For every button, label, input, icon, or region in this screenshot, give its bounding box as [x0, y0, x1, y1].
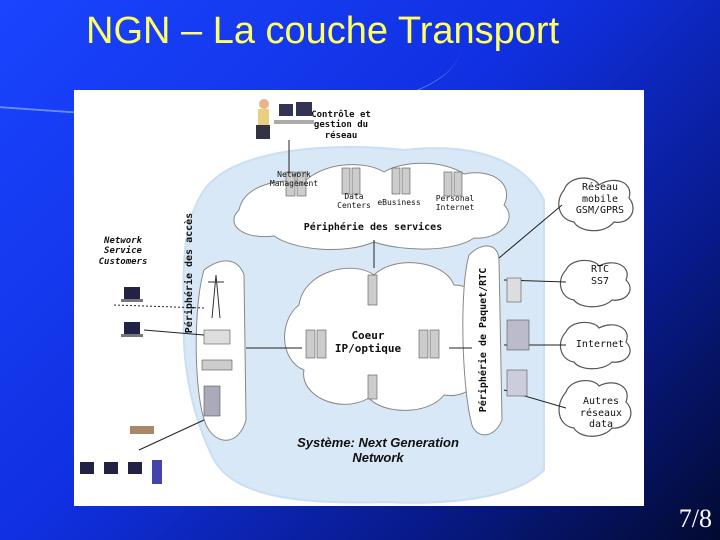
- external-network-other-label: Autres réseaux data: [579, 396, 623, 430]
- ngn-diagram: [80, 99, 634, 504]
- external-cloud-other-data: [558, 380, 632, 437]
- ngn-diagram-panel: Contrôle et gestion du réseau Network Ma…: [74, 90, 644, 506]
- customers-label: Network Service Customers: [98, 236, 148, 267]
- operator-icon: [256, 99, 314, 139]
- customer-terminals: [80, 287, 162, 484]
- slide-title: NGN – La couche Transport: [86, 10, 560, 52]
- access-edge-label: Périphérie des accès: [184, 212, 195, 334]
- core-label: Coeur IP/optique: [334, 329, 402, 355]
- ebusiness-label: eBusiness: [377, 198, 421, 207]
- external-cloud-internet: [559, 321, 631, 370]
- antenna-tower-icon: [208, 274, 224, 319]
- access-edge-cloud: [195, 260, 247, 441]
- external-network-rtc-label: RTC SS7: [590, 264, 610, 287]
- external-cloud-mobile: [558, 177, 634, 232]
- packet-edge-cloud: [462, 245, 503, 436]
- control-label: Contrôle et gestion du réseau: [311, 110, 371, 141]
- edge-equipment: [201, 277, 530, 417]
- personal-internet-label: Personal Internet: [435, 194, 475, 213]
- external-network-internet-label: Internet: [575, 339, 625, 350]
- services-edge-label: Périphérie des services: [303, 222, 443, 233]
- network-management-label: Network Management: [269, 170, 319, 189]
- slide-number: 7/8: [678, 504, 712, 533]
- data-centers-label: Data Centers: [337, 192, 371, 211]
- external-network-mobile-label: Réseau mobile GSM/GPRS: [575, 182, 625, 216]
- system-label: Système: Next Generation Network: [297, 435, 459, 465]
- server-icons: [285, 167, 463, 400]
- external-cloud-rtc: [559, 259, 631, 308]
- packet-edge-label: Périphérie de Paquet/RTC: [478, 267, 489, 413]
